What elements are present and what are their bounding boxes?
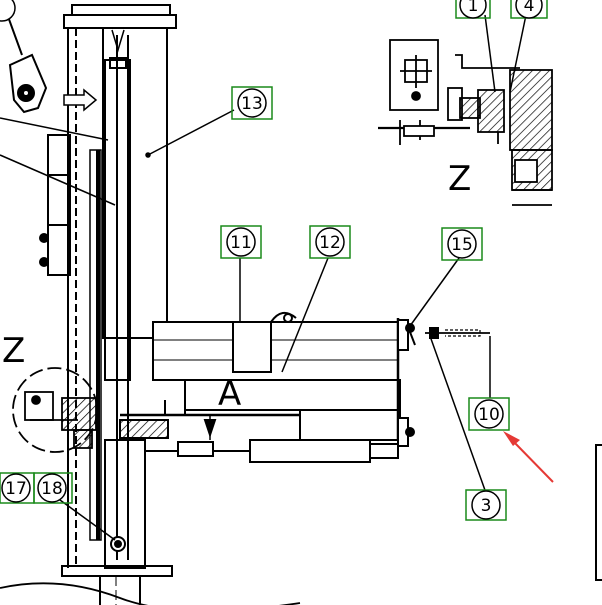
callout-1-label: 1	[468, 0, 479, 16]
a-view-label: A	[218, 374, 241, 414]
callout-13-label: 13	[241, 94, 263, 114]
callout-10-label: 10	[478, 405, 500, 425]
callout-17-label: 17	[5, 479, 27, 499]
callout-10: 10	[468, 397, 510, 431]
callout-4: 4	[510, 0, 548, 19]
z-view-label-top: Z	[448, 159, 471, 199]
callout-18-label: 18	[41, 479, 63, 499]
section-detail-z	[378, 14, 553, 206]
direction-arrow	[63, 88, 98, 112]
z-view-label-left: Z	[2, 331, 25, 371]
callout-17: 17	[0, 472, 35, 504]
callout-3: 3	[465, 489, 507, 521]
callout-13: 13	[231, 86, 273, 120]
right-edge-frame	[595, 444, 602, 581]
callout-15-label: 15	[451, 235, 473, 255]
callout-12: 12	[309, 225, 351, 259]
section-detail-circle	[12, 367, 98, 453]
callout-11-label: 11	[230, 233, 252, 253]
callout-4-label: 4	[524, 0, 535, 16]
horizontal-carriage	[119, 311, 490, 463]
callout-15: 15	[441, 227, 483, 261]
callout-1: 1	[455, 0, 491, 19]
base-outline	[0, 582, 301, 605]
red-pointer-arrow	[503, 431, 554, 483]
callout-3-label: 3	[481, 496, 492, 516]
partial-callout-circle	[0, 0, 16, 22]
callout-11: 11	[220, 225, 262, 259]
callout-18: 18	[33, 472, 73, 504]
callout-12-label: 12	[319, 233, 341, 253]
vertical-column	[39, 4, 177, 605]
leader-lines	[0, 109, 491, 541]
